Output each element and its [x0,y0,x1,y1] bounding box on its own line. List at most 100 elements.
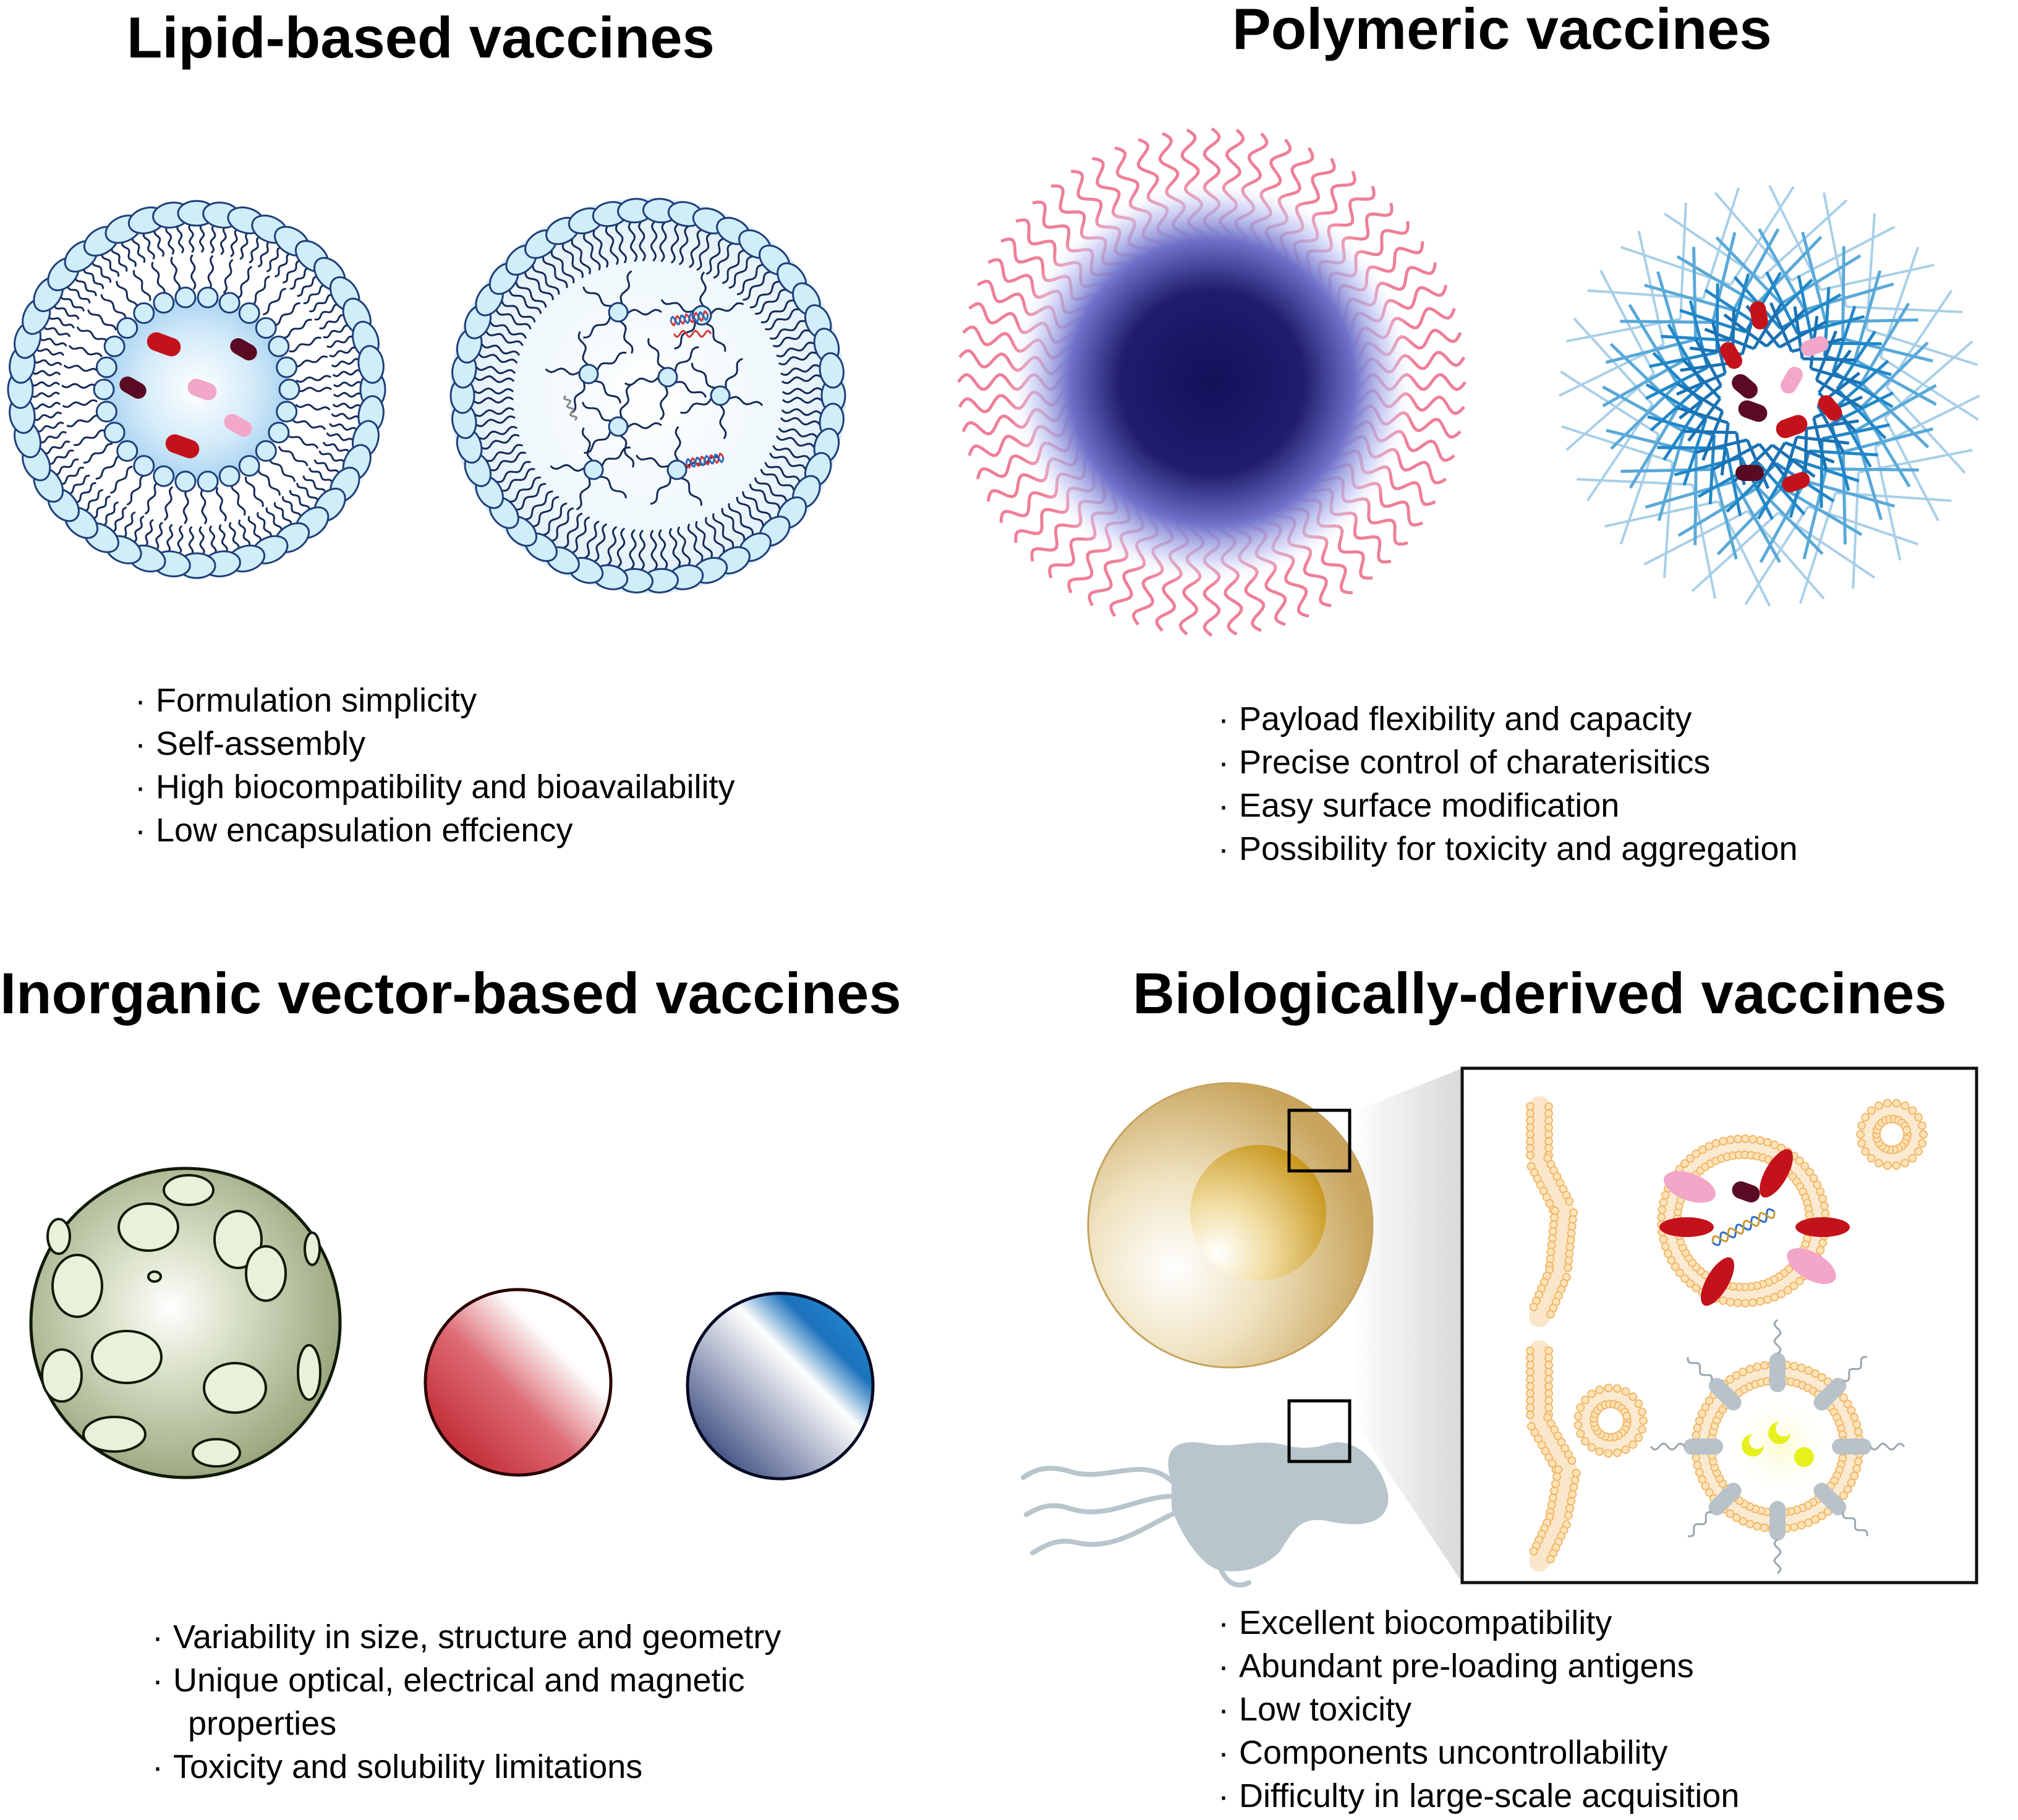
lipid-bead [1544,1403,1553,1412]
lipid-head [174,286,197,308]
lipid-bead [1657,1212,1666,1222]
lipid-tail [616,527,626,568]
lipid-tail [780,364,820,376]
lipid-tail [215,487,227,522]
lipid-tail [687,524,704,562]
lps-chain [1869,1442,1905,1451]
lipid-bead [1817,1372,1826,1382]
lipid-tail [74,429,106,446]
lipid-bead [1544,1102,1553,1111]
lipid-head [95,401,117,423]
lipid-tail [768,453,807,470]
lipid-bead [1919,1130,1928,1139]
lipid-bead [1811,1515,1820,1524]
lipid-tail [289,336,321,353]
lipid-tail [170,257,181,292]
lipid-tail [475,415,516,427]
lipid-tail [308,467,334,485]
polymeric-bullet-list: ·Payload flexibility and capacity ·Preci… [1218,697,1797,870]
lipid-bead [1549,1486,1559,1495]
lipid-bead [1843,1399,1852,1408]
lps-chain [1688,1511,1712,1537]
lipid-tail [532,265,560,295]
lipid-bead [1770,1140,1779,1149]
lipid-bead [1733,1298,1742,1308]
lipid-bead [1741,1134,1750,1144]
lipid-tail [302,475,327,494]
lipid-bead [1621,1387,1630,1396]
lipid-head [268,335,290,357]
lipid-bead [1811,1369,1820,1378]
lipid-tail [48,449,74,465]
lipid-tail [247,516,262,543]
lipid-bead [1847,1478,1856,1487]
lipid-tail [637,221,646,262]
lipid-tail [303,284,326,305]
lipid-bead [1526,1375,1535,1384]
lipid-tail [485,444,523,462]
lipid-bead [1732,1513,1741,1523]
lipid-bead [1612,1384,1622,1393]
lipid-tail [736,496,764,527]
lipid-bead [1820,1201,1829,1210]
liposome-illustration [7,200,386,579]
lipid-head [578,364,599,385]
lipid-tail [561,243,584,278]
lipid-tail [332,402,362,409]
lipid-bead [1908,1106,1917,1115]
list-item: ·Precise control of charaterisitics [1218,741,1797,784]
lipid-bead [1568,1490,1577,1499]
membrane-protein [1708,1482,1742,1516]
lipid-bead [1797,1363,1806,1372]
lipid-tail [781,374,822,385]
lipid-tail [713,242,733,279]
lipid-bead [1770,1293,1779,1302]
lipid-tail [607,525,618,566]
lipid-bead [1748,1298,1758,1308]
lipid-bead [1732,1371,1741,1380]
lipid-tail [776,341,815,357]
list-item: ·Toxicity and solubility limitations [152,1745,781,1788]
lipid-tail [742,491,772,520]
lipid-bead [1745,1364,1755,1374]
antigen-capsule [1781,367,1803,394]
lipid-tail [289,490,310,511]
lipid-tail [658,529,668,570]
lipid-tail [615,223,628,263]
lipid-tail [297,276,318,297]
lipid-tail [778,351,818,366]
lipid-tail [210,224,216,254]
lipid-bead [1695,1416,1704,1426]
lipid-bead [1719,1296,1728,1305]
lipid-bead [1705,1488,1714,1497]
lipid-bead [1790,1523,1799,1532]
surface-antigen [1760,1149,1793,1198]
lipid-tail [749,281,780,308]
bullet-dot: · [1218,787,1229,824]
lipid-bead [1526,1396,1535,1405]
lipid-bead [1917,1139,1926,1148]
lipid-bead [1639,1416,1648,1425]
lipid-tail [551,507,574,542]
polymeric-micelle-illustration [1559,185,1980,606]
lipid-bead [1760,1361,1769,1370]
bullet-dot: · [1218,830,1229,867]
omv-core [1725,1391,1836,1502]
lipid-tail [38,336,67,347]
lipid-bead [1576,1403,1585,1412]
lipid-bead [1914,1147,1923,1156]
lipid-bead [1711,1139,1721,1148]
lipid-bead [1544,1382,1553,1391]
lipid-head [238,454,260,477]
micelle-chain [1769,302,1794,352]
lipid-bead [1705,1396,1714,1405]
lipid-bead [1685,1279,1695,1288]
lipid-bead [1595,1385,1604,1395]
mammalian-cell-illustration [1087,1082,1374,1369]
lipid-tail [177,525,184,555]
lipid-tail [743,271,771,301]
lipid-tail [760,469,795,491]
lipid-tail [143,519,154,548]
lipid-bead [1680,1159,1689,1168]
polymer-core [1008,178,1416,586]
